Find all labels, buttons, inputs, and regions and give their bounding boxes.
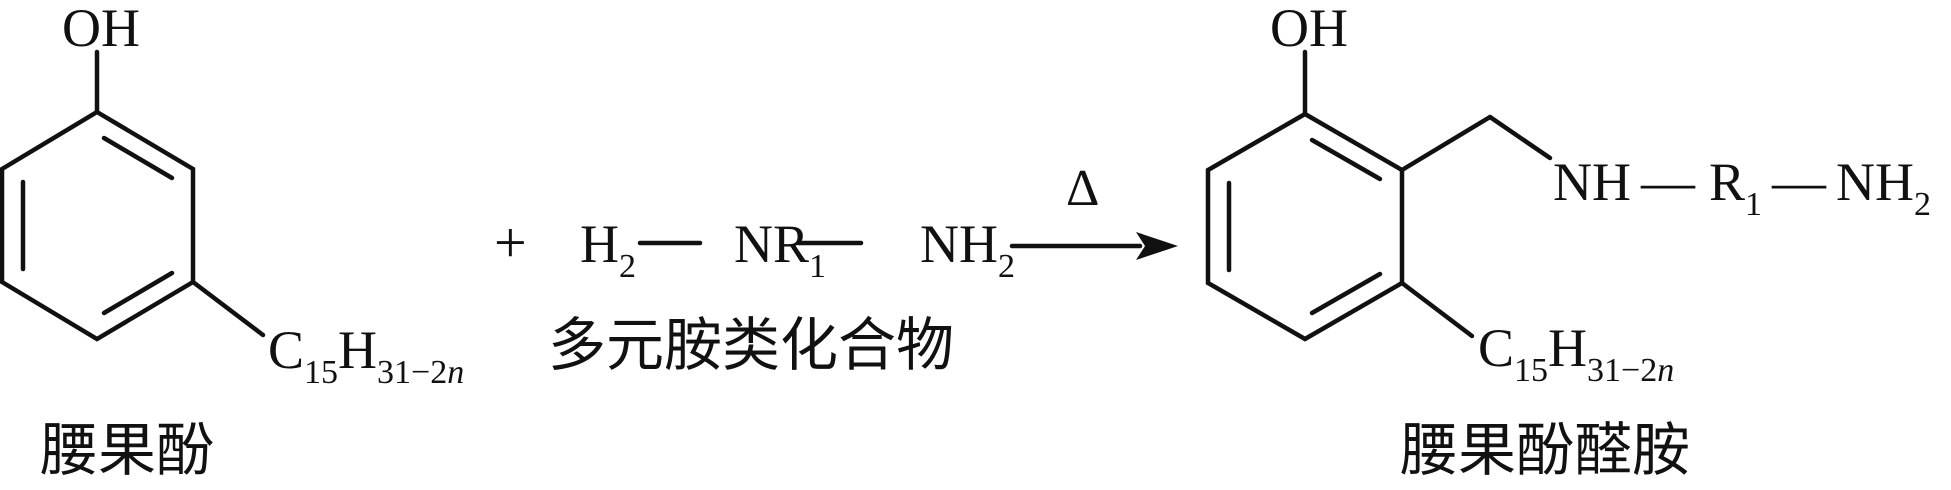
product-name: 腰果酚醛胺: [1400, 416, 1690, 484]
benzene-ring: [1205, 111, 1405, 342]
alkyl-chain-label: C15H31−2n: [1478, 318, 1674, 389]
methylene-bond: [1487, 114, 1553, 161]
substituent-bond: [1399, 280, 1475, 339]
cardanol-structure: OH C15H31−2n 腰果酚: [0, 0, 464, 484]
hydroxyl-label: OH: [1270, 0, 1348, 58]
amine-chain-label: NH—R1—NH2: [1553, 152, 1931, 223]
reaction-arrow: Δ: [1009, 160, 1178, 260]
substituent-bond: [190, 279, 266, 338]
arrowhead-icon: [1136, 232, 1178, 260]
ring-double-bond: [1309, 271, 1383, 316]
product-structure: OH NH—R1—NH2 C15H31−2n 腰果酚醛胺: [1205, 0, 1931, 484]
benzene-ring: [0, 109, 196, 342]
ring-double-bond: [101, 270, 175, 316]
alkyl-chain-label: C15H31−2n: [268, 320, 464, 391]
polyamine-name: 多元胺类化合物: [548, 311, 954, 379]
hydroxyl-label: OH: [62, 0, 140, 58]
heat-condition: Δ: [1066, 160, 1099, 217]
plus-sign: +: [494, 210, 527, 275]
ring-double-bond: [1309, 137, 1383, 182]
cardanol-name: 腰果酚: [40, 416, 214, 484]
ring-double-bond: [101, 135, 175, 181]
methylene-bond: [1399, 114, 1493, 173]
